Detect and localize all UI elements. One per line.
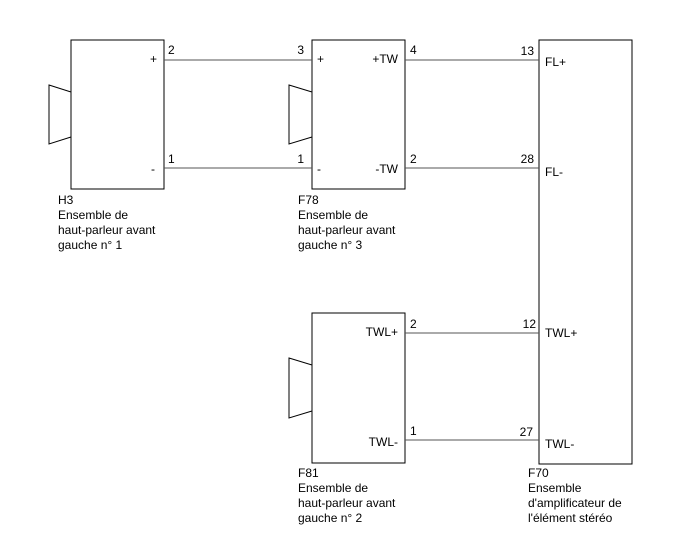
f81-terminal-twl-plus: TWL+ — [366, 325, 398, 339]
pin-f78-plus: 3 — [297, 43, 304, 57]
f78-terminal-tw-minus: -TW — [375, 162, 398, 176]
pin-f70-twl-plus: 12 — [523, 317, 537, 331]
f78-desc-line1: Ensemble de — [298, 208, 368, 222]
pin-f78-minus: 1 — [297, 152, 304, 166]
f78-speaker-icon — [288, 84, 313, 145]
f70-desc-line2: d'amplificateur de — [528, 496, 622, 510]
f81-terminal-twl-minus: TWL- — [369, 435, 398, 449]
pin-f81-twl-minus: 1 — [410, 424, 417, 438]
f70-box — [538, 39, 633, 465]
h3-code: H3 — [58, 193, 74, 207]
f78-terminal-minus: - — [317, 162, 321, 176]
h3-terminal-plus: + — [150, 52, 157, 66]
pin-f81-twl-plus: 2 — [410, 317, 417, 331]
f78-desc-line3: gauche n° 3 — [298, 238, 363, 252]
f81-code: F81 — [298, 466, 319, 480]
f78-desc-line2: haut-parleur avant — [298, 223, 396, 237]
component-h3: + - H3 Ensemble de haut-parleur avant ga… — [48, 39, 165, 252]
component-f78: + - +TW -TW F78 Ensemble de haut-parleur… — [288, 39, 406, 252]
h3-desc-line1: Ensemble de — [58, 208, 128, 222]
pin-f70-fl-minus: 28 — [521, 152, 535, 166]
f81-speaker-icon — [288, 357, 313, 419]
f70-terminal-twl-minus: TWL- — [545, 437, 574, 451]
f70-desc-line3: l'élément stéréo — [528, 511, 613, 525]
component-f81: TWL+ TWL- F81 Ensemble de haut-parleur a… — [288, 312, 406, 525]
pin-h3-plus: 2 — [168, 43, 175, 57]
f78-box — [311, 39, 406, 190]
f78-terminal-tw-plus: +TW — [372, 52, 398, 66]
f81-desc-line1: Ensemble de — [298, 481, 368, 495]
pin-f78-tw-plus: 4 — [410, 43, 417, 57]
component-f70: FL+ FL- TWL+ TWL- F70 Ensemble d'amplifi… — [528, 39, 633, 525]
h3-desc-line2: haut-parleur avant — [58, 223, 156, 237]
f78-code: F78 — [298, 193, 319, 207]
h3-speaker-icon — [48, 84, 72, 145]
f70-terminal-twl-plus: TWL+ — [545, 326, 577, 340]
h3-terminal-minus: - — [151, 162, 155, 176]
f81-box — [311, 312, 406, 464]
pin-f70-twl-minus: 27 — [520, 425, 534, 439]
f70-terminal-fl-plus: FL+ — [545, 55, 566, 69]
f70-code: F70 — [528, 466, 549, 480]
pin-f70-fl-plus: 13 — [521, 44, 535, 58]
f70-terminal-fl-minus: FL- — [545, 165, 563, 179]
h3-desc-line3: gauche n° 1 — [58, 238, 123, 252]
f81-desc-line2: haut-parleur avant — [298, 496, 396, 510]
h3-box — [70, 39, 165, 190]
pin-h3-minus: 1 — [168, 152, 175, 166]
f70-desc-line1: Ensemble — [528, 481, 582, 495]
pin-f78-tw-minus: 2 — [410, 152, 417, 166]
f78-terminal-plus: + — [317, 52, 324, 66]
f81-desc-line3: gauche n° 2 — [298, 511, 363, 525]
